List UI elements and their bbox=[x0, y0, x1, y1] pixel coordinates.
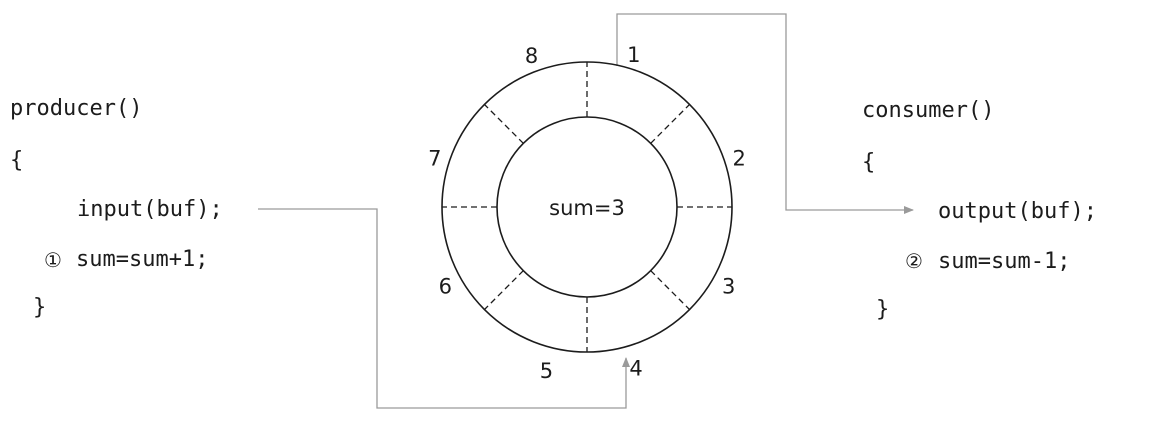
producer-to-buffer-arrow bbox=[258, 208, 630, 409]
slot-dividers bbox=[442, 62, 732, 352]
consumer-open-brace: { bbox=[862, 150, 876, 175]
step-1-marker: ① bbox=[44, 248, 62, 272]
slot-label-3: 3 bbox=[722, 275, 735, 299]
slot-divider bbox=[650, 104, 690, 144]
producer-open-brace: { bbox=[10, 148, 24, 173]
step-2-marker: ② bbox=[905, 249, 923, 273]
producer-header: producer() bbox=[10, 96, 143, 121]
slot-label-7: 7 bbox=[428, 147, 441, 171]
slot-divider bbox=[650, 270, 690, 310]
slot-divider bbox=[484, 270, 524, 310]
consumer-close-brace: } bbox=[876, 297, 890, 322]
slot-labels: 1 2 3 4 5 6 7 8 bbox=[428, 43, 746, 383]
slot-label-8: 8 bbox=[525, 44, 538, 68]
buffer-to-consumer-arrow bbox=[616, 13, 914, 214]
producer-close-brace: } bbox=[33, 295, 47, 320]
producer-input-line: input(buf); bbox=[77, 197, 223, 222]
slot-label-5: 5 bbox=[540, 359, 553, 383]
slot-label-1: 1 bbox=[627, 43, 640, 67]
buffer-sum-label: sum=3 bbox=[549, 196, 625, 220]
consumer-sum-line: sum=sum-1; bbox=[938, 249, 1071, 274]
slot-label-2: 2 bbox=[733, 147, 746, 171]
slot-divider bbox=[484, 104, 524, 144]
consumer-header: consumer() bbox=[862, 98, 995, 123]
consumer-output-line: output(buf); bbox=[938, 199, 1097, 224]
slot-label-4: 4 bbox=[629, 357, 642, 381]
slot-label-6: 6 bbox=[439, 275, 452, 299]
producer-sum-line: sum=sum+1; bbox=[76, 247, 209, 272]
